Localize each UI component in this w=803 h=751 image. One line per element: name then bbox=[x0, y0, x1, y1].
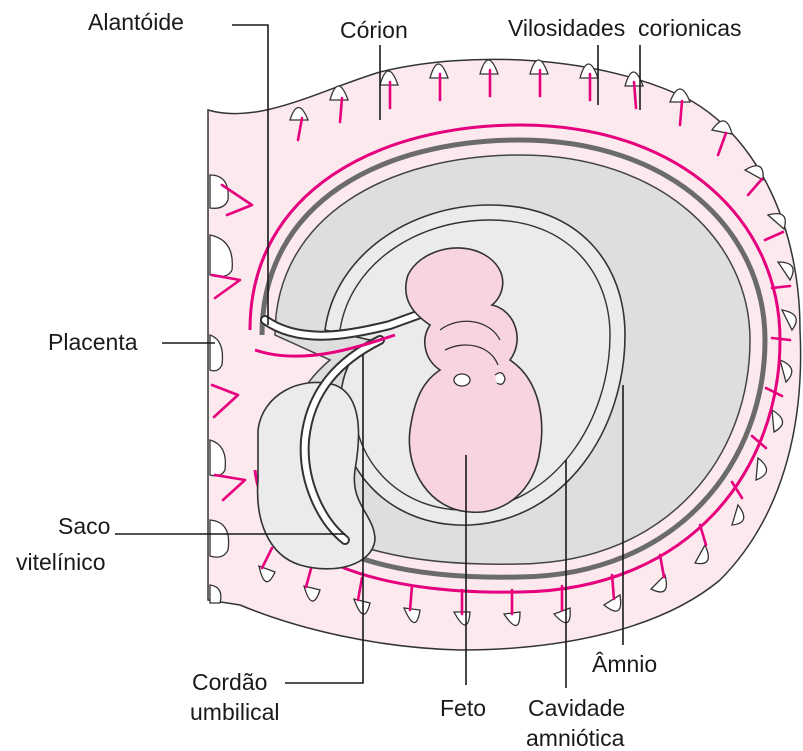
label-feto: Feto bbox=[440, 695, 486, 721]
label-cordao-line2: umbilical bbox=[190, 699, 279, 725]
label-saco-line1: Saco bbox=[58, 513, 110, 539]
label-amnio: Âmnio bbox=[592, 651, 657, 677]
label-vilosidades: Vilosidades corionicas bbox=[508, 15, 742, 41]
label-alantoide: Alantóide bbox=[88, 9, 184, 35]
label-saco-line2: vitelínico bbox=[16, 549, 105, 575]
label-corion: Córion bbox=[340, 17, 408, 43]
label-cavidade-line1: Cavidade bbox=[528, 695, 625, 721]
label-cordao-line1: Cordão bbox=[192, 669, 267, 695]
label-cavidade-line2: amniótica bbox=[526, 725, 625, 751]
label-placenta: Placenta bbox=[48, 329, 138, 355]
